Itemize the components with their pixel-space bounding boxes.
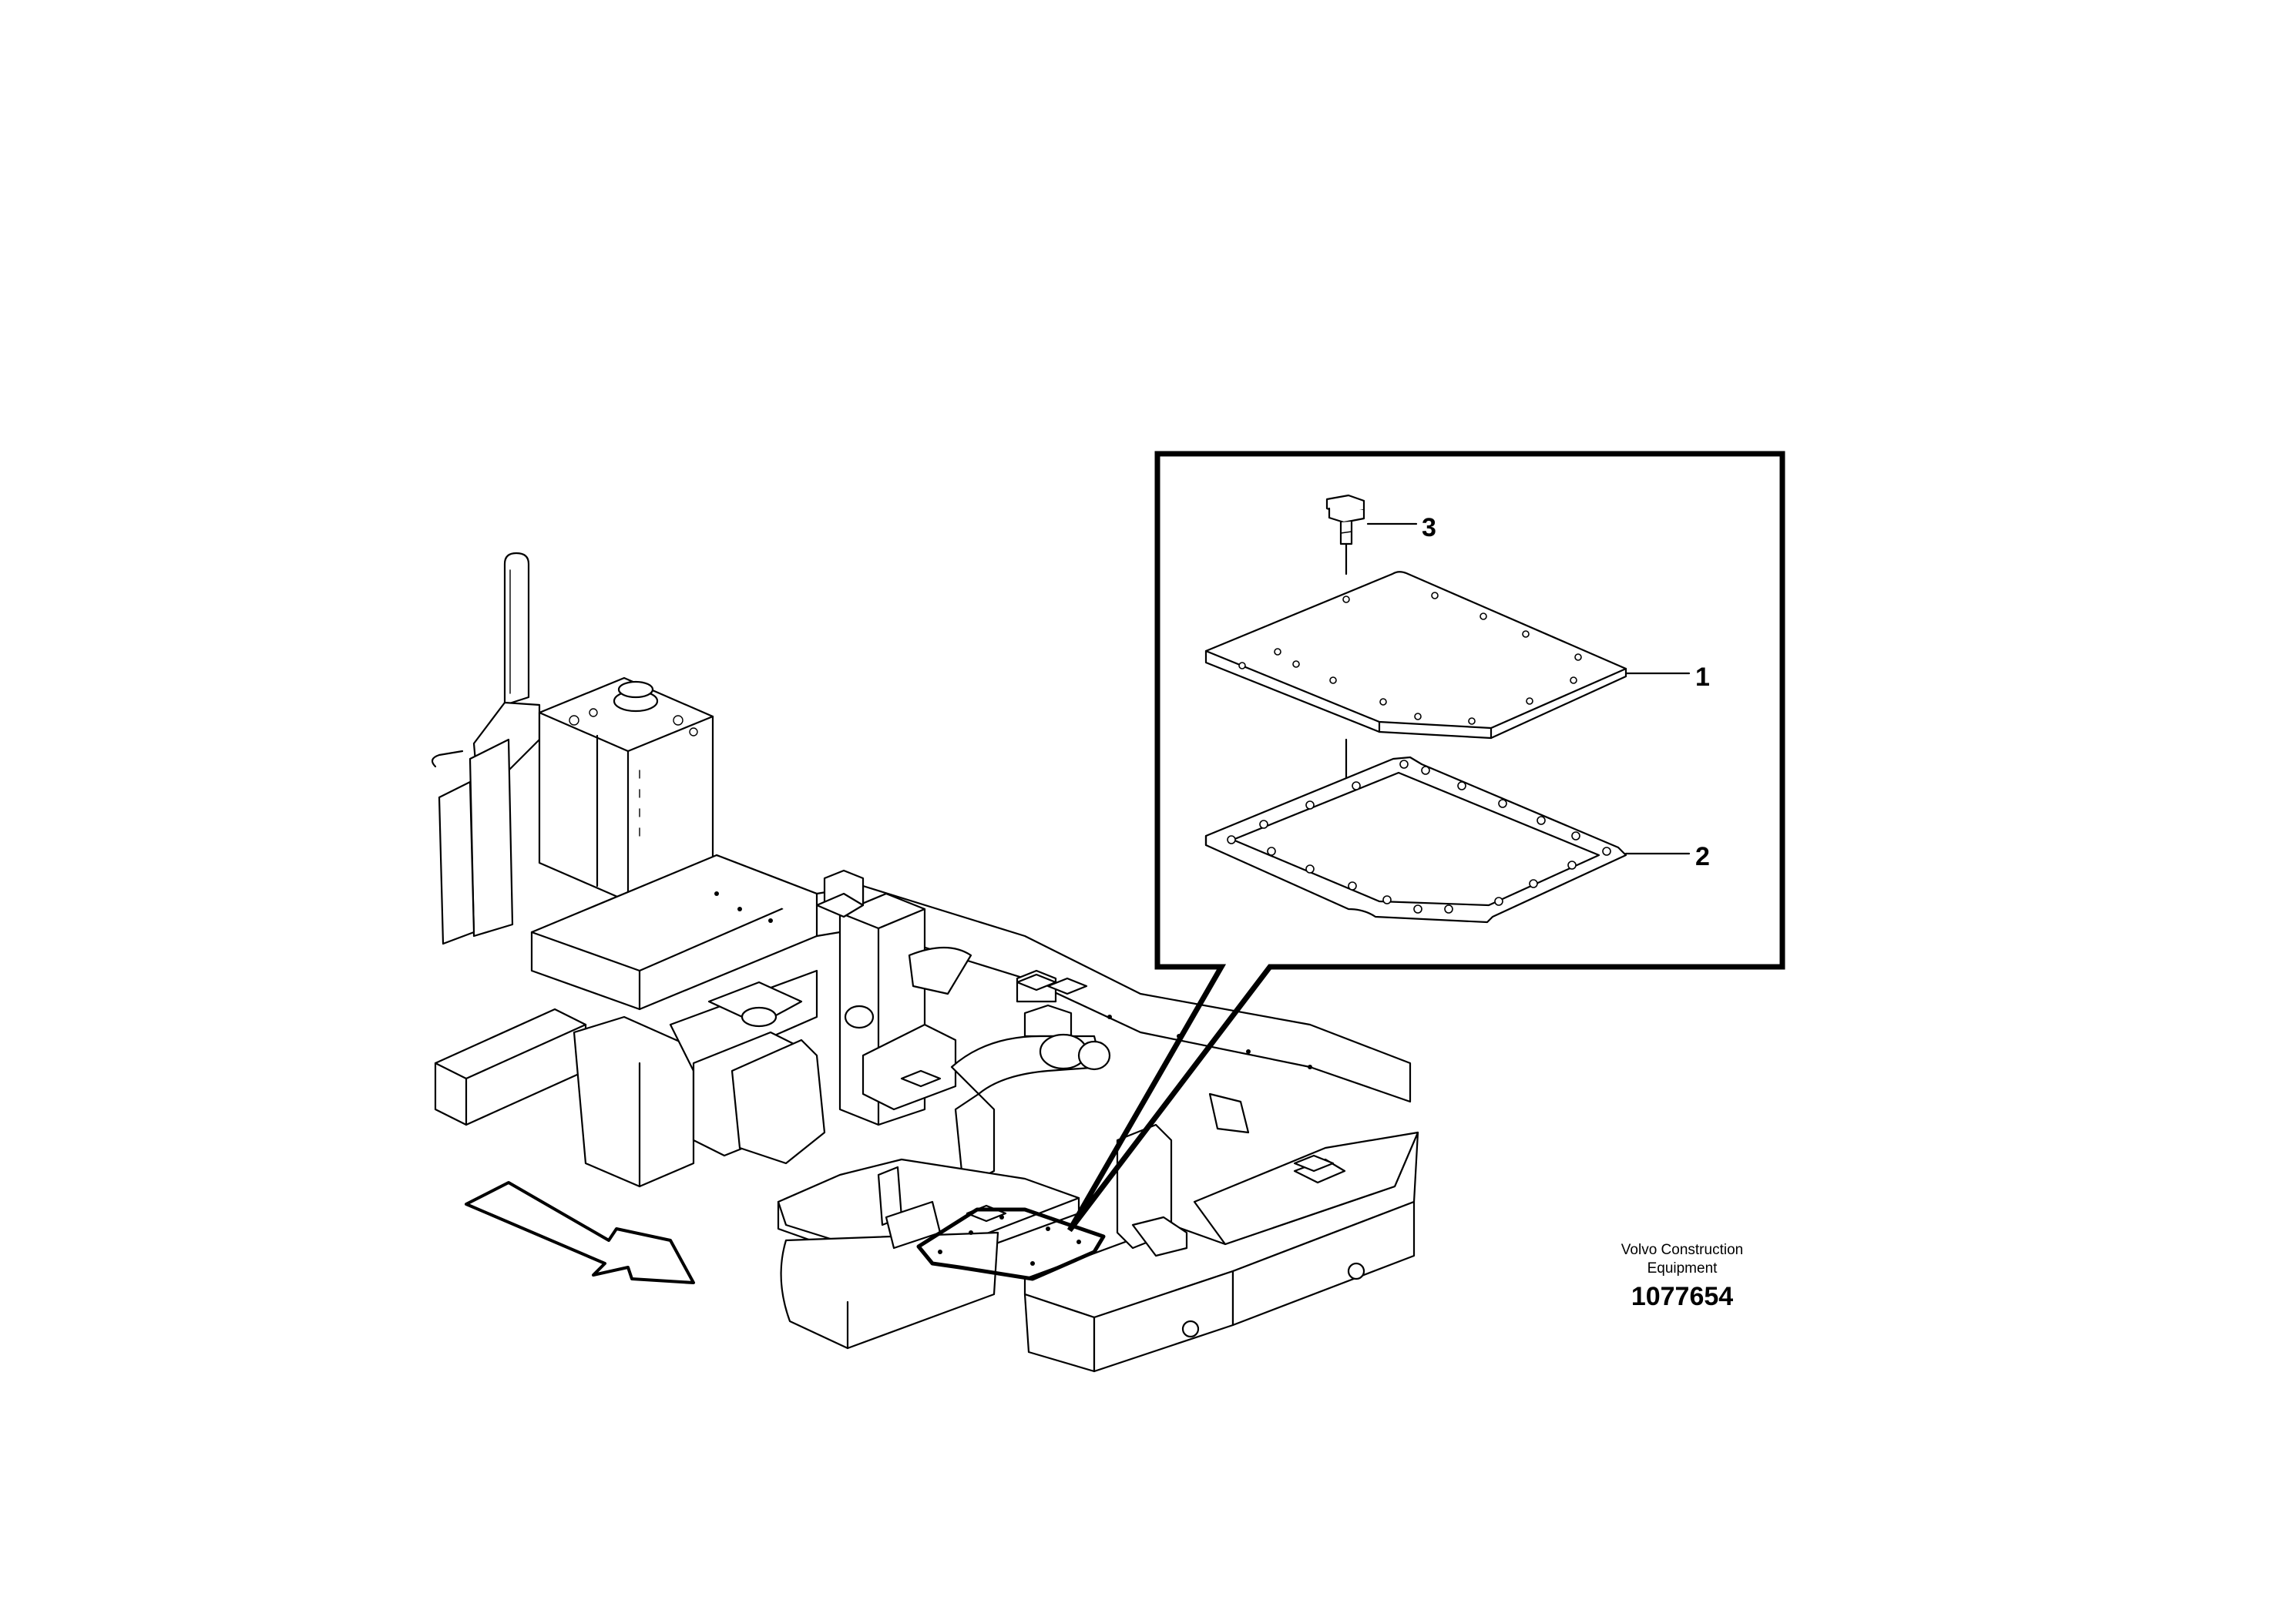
forward-direction-arrow — [465, 1181, 695, 1284]
exhaust-stack — [472, 552, 541, 772]
callout-1-label: 1 — [1695, 663, 1710, 692]
front-tank-section — [777, 1158, 1080, 1350]
cover-plate-location-highlight — [916, 1207, 1106, 1281]
bolt-part — [1325, 494, 1365, 575]
frame-mounting-pads — [714, 891, 1335, 1223]
gasket-part — [1204, 756, 1627, 924]
machine-frame-illustration — [431, 552, 1419, 1373]
company-name-line1: Volvo Construction — [1621, 1242, 1743, 1258]
detail-callout-frame — [1066, 451, 1785, 1233]
reference-number: 1077654 — [1631, 1282, 1733, 1311]
detail-callout: 3 1 2 — [1066, 451, 1785, 1233]
engine-tank-block — [431, 676, 714, 945]
footer-block: Volvo Construction Equipment 1077654 — [1621, 1242, 1743, 1311]
front-counterweight — [1023, 1092, 1419, 1373]
mid-cross-member — [731, 1023, 1111, 1188]
callout-2-label: 2 — [1695, 842, 1710, 871]
company-name-line2: Equipment — [1647, 1260, 1718, 1277]
cover-plate-part — [1204, 571, 1627, 740]
chassis-rails — [530, 854, 1412, 1126]
callout-3-label: 3 — [1422, 513, 1436, 542]
